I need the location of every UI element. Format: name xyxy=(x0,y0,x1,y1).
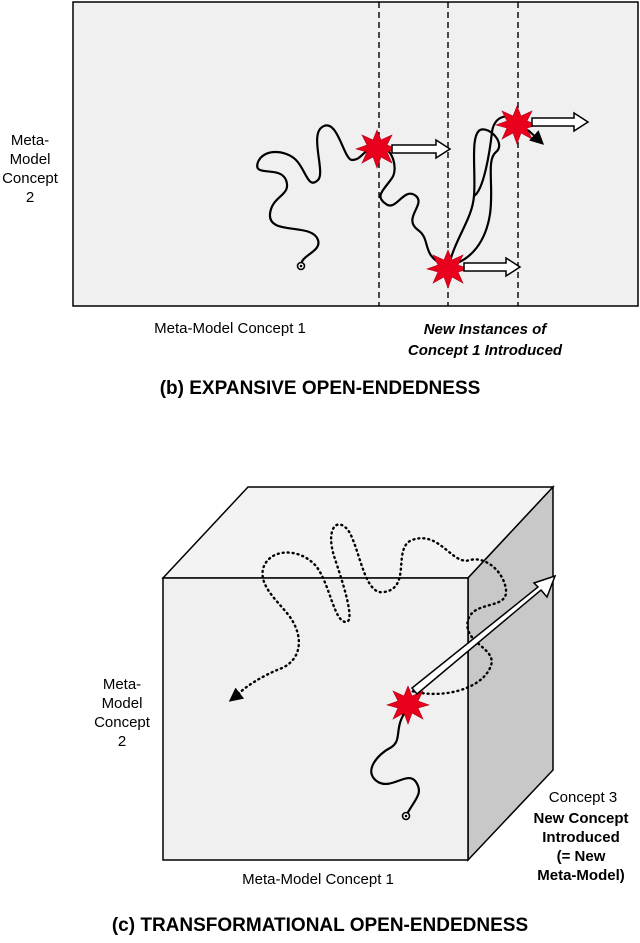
panel-c-x-axis-label: Meta-Model Concept 1 xyxy=(242,871,394,888)
burst-b1 xyxy=(355,129,399,169)
panel-c-y-axis-label: Meta- Model Concept 2 xyxy=(94,676,150,750)
panel-b-x-axis-label: Meta-Model Concept 1 xyxy=(154,320,306,337)
new-concept-label: New Concept Introduced (= New Meta-Model… xyxy=(533,810,629,884)
diagonal-hollow-arrow xyxy=(410,574,557,696)
hollow-arrow-b3 xyxy=(531,111,590,133)
trajectory-path-b xyxy=(256,124,501,270)
burst-c xyxy=(386,685,430,725)
burst-b2 xyxy=(426,249,470,289)
hollow-arrow-b1 xyxy=(391,138,452,160)
new-instances-label: New Instances of Concept 1 Introduced xyxy=(407,321,563,359)
caption-transformational: (c) TRANSFORMATIONAL OPEN-ENDEDNESS xyxy=(111,915,529,936)
cube-front-face xyxy=(162,577,469,861)
trajectory-path-c xyxy=(370,706,421,818)
dotted-arrow-head xyxy=(228,687,245,702)
hollow-arrow-b2 xyxy=(463,256,522,278)
burst-b3 xyxy=(495,105,539,145)
panel-c-z-axis-label: Concept 3 xyxy=(548,789,618,806)
small-arrow-b3 xyxy=(527,129,545,145)
panel-b-y-axis-label: Meta- Model Concept 2 xyxy=(2,132,58,206)
panel-b-box xyxy=(72,1,639,307)
caption-expansive: (b) EXPANSIVE OPEN-ENDEDNESS xyxy=(159,378,481,399)
